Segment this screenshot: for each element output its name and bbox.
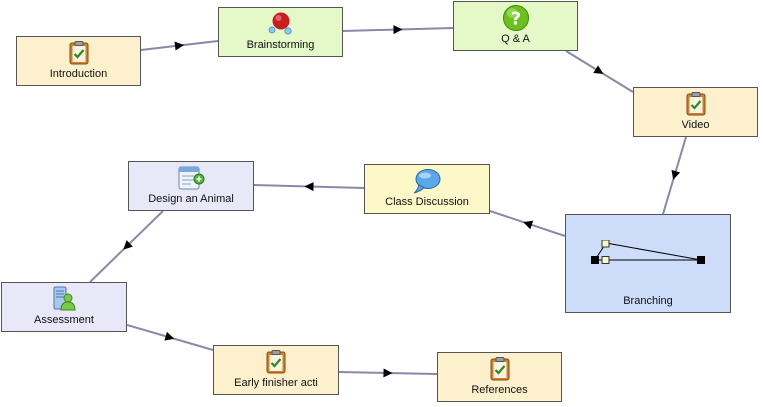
activity-label: Branching [623, 295, 673, 307]
activity-label: Assessment [34, 314, 94, 326]
transition-arrowhead [393, 25, 403, 35]
transition-arrowhead [593, 65, 604, 74]
activity-introduction[interactable]: Introduction [16, 36, 141, 86]
activity-brainstorming[interactable]: Brainstorming [218, 7, 343, 57]
activity-video[interactable]: Video [633, 87, 758, 137]
activity-early-finisher[interactable]: Early finisher acti [213, 345, 339, 395]
activity-label: Brainstorming [246, 39, 315, 51]
question-icon: ? [502, 5, 529, 31]
branching-icon [591, 240, 705, 264]
transition-arrowhead [174, 41, 184, 51]
activity-label: Q & A [501, 33, 530, 45]
activity-branching[interactable]: Branching [565, 214, 731, 313]
activity-label: Video [681, 119, 710, 131]
activity-references[interactable]: References [437, 352, 562, 402]
assessment-icon [53, 286, 76, 311]
transition-arrowhead [304, 182, 314, 192]
activity-label: Class Discussion [385, 196, 469, 208]
bubbles-icon [268, 12, 292, 35]
activity-qa[interactable]: ? Q & A [453, 1, 578, 51]
clipboard-icon [69, 41, 88, 65]
transition-arrowhead [671, 169, 681, 180]
form-icon [178, 166, 205, 190]
activity-assessment[interactable]: Assessment [1, 282, 127, 332]
clipboard-icon [266, 350, 286, 374]
activity-label: Introduction [49, 68, 108, 80]
transition-arrowhead [164, 331, 175, 341]
activity-label: Early finisher acti [234, 377, 318, 389]
transition-arrowhead [123, 240, 133, 250]
transition-arrowhead [523, 220, 534, 230]
activity-design-an-animal[interactable]: Design an Animal [128, 161, 254, 211]
activity-label: References [471, 384, 528, 396]
svg-text:?: ? [510, 9, 520, 30]
transition-arrowhead [383, 368, 393, 378]
activity-class-discussion[interactable]: Class Discussion [364, 164, 490, 214]
transition-lines [89, 25, 687, 378]
speech-bubble-icon [413, 169, 441, 194]
clipboard-icon [686, 92, 705, 116]
clipboard-icon [490, 357, 509, 381]
activity-label: Design an Animal [148, 193, 234, 205]
